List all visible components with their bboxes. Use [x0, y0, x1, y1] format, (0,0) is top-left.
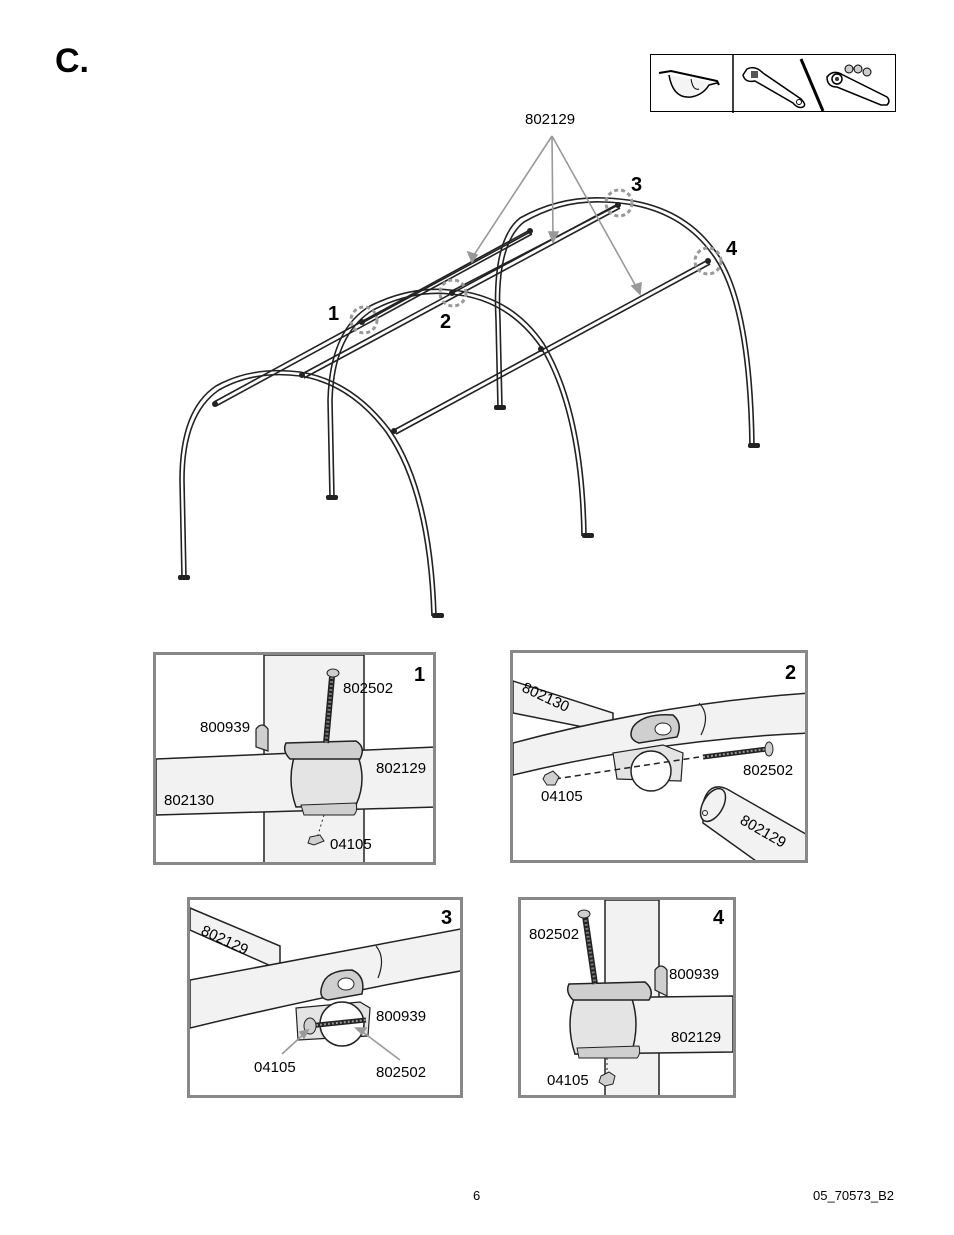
detail-2-label-nut: 04105 [541, 788, 583, 805]
detail-1-label-bolt: 802502 [343, 680, 393, 697]
detail-panel-2: 2 802130 802502 04105 802129 [510, 650, 808, 863]
back-arch [494, 197, 755, 447]
detail-1-label-nut: 04105 [330, 836, 372, 853]
detail-panel-1: 1 802502 800939 802129 802130 04105 [153, 652, 436, 865]
frame-overview: 802129 1 2 3 4 [178, 111, 760, 618]
detail-4-number: 4 [713, 907, 725, 929]
doc-code: 05_70573_B2 [813, 1188, 894, 1203]
overview-callout-3: 3 [631, 174, 642, 196]
detail-1-label-bracket: 800939 [200, 719, 250, 736]
overview-callout-2: 2 [440, 311, 451, 333]
safety-glasses-icon [658, 69, 720, 98]
side-rail-left [213, 229, 531, 403]
detail-1-label-tube: 802129 [376, 760, 426, 777]
detail-3-label-bolt: 802502 [376, 1064, 426, 1081]
step-letter: C. [55, 42, 89, 80]
middle-arch [327, 288, 587, 537]
socket-wrench-icon [826, 64, 890, 106]
detail-panel-4: 4 802502 800939 802129 04105 [518, 897, 736, 1098]
adjustable-wrench-icon [742, 58, 825, 112]
detail-2-label-bolt: 802502 [743, 762, 793, 779]
overview-callout-1: 1 [328, 303, 339, 325]
front-arch [179, 369, 437, 617]
detail-panel-3: 3 802129 800939 04105 802502 [187, 897, 463, 1098]
overview-callout-4: 4 [726, 238, 738, 260]
tools-box [650, 54, 896, 113]
detail-3-label-bracket: 800939 [376, 1008, 426, 1025]
page-number: 6 [473, 1188, 481, 1203]
detail-1-number: 1 [414, 664, 425, 686]
detail-4-label-bracket: 800939 [669, 966, 719, 983]
overview-part-label: 802129 [525, 111, 575, 128]
detail-4-label-bolt: 802502 [529, 926, 579, 943]
detail-3-label-nut: 04105 [254, 1059, 296, 1076]
detail-1-label-rail: 802130 [164, 792, 214, 809]
detail-4-label-nut: 04105 [547, 1072, 589, 1089]
side-rail-right [393, 259, 709, 431]
detail-2-number: 2 [785, 662, 796, 684]
detail-3-number: 3 [441, 907, 452, 929]
detail-4-label-tube: 802129 [671, 1029, 721, 1046]
